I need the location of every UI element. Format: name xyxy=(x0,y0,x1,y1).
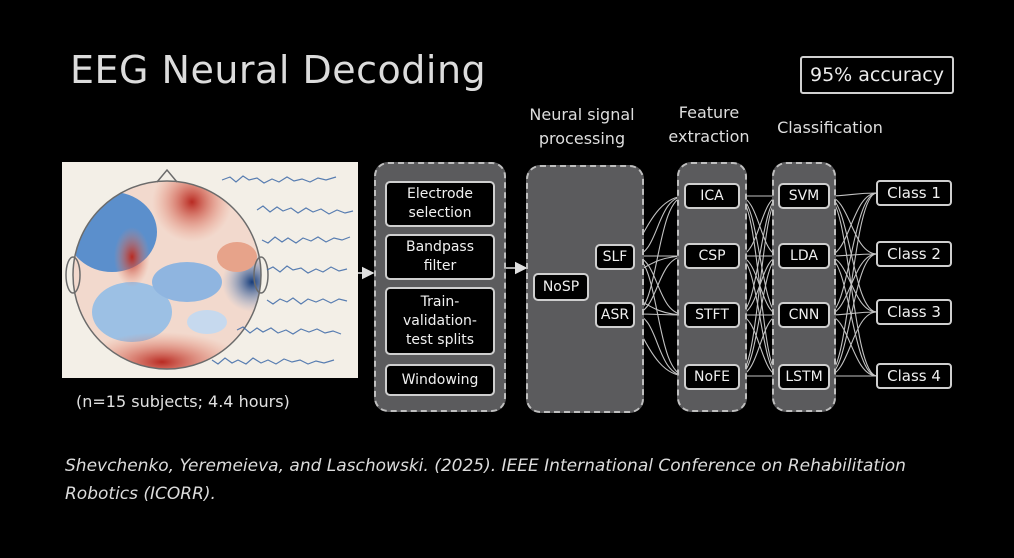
bandpass-filter-box: Bandpass filter xyxy=(385,234,495,280)
split-line3: test splits xyxy=(405,331,475,348)
ica-box: ICA xyxy=(684,183,740,209)
lstm-box: LSTM xyxy=(778,364,830,390)
header-neural-signal-processing: Neural signal processing xyxy=(512,103,652,151)
header-feature-extraction: Feature extraction xyxy=(654,101,764,149)
electrode-selection-box: Electrode selection xyxy=(385,181,495,227)
slide-title: EEG Neural Decoding xyxy=(70,48,487,92)
bandpass-line1: Bandpass xyxy=(406,239,474,255)
nosp-box: NoSP xyxy=(533,273,589,301)
class-2-box: Class 2 xyxy=(876,241,952,267)
class-1-box: Class 1 xyxy=(876,180,952,206)
train-validation-test-splits-box: Train- validation- test splits xyxy=(385,287,495,355)
svm-box: SVM xyxy=(778,183,830,209)
electrode-line1: Electrode xyxy=(406,186,474,202)
split-line1: Train- xyxy=(420,293,460,310)
citation: Shevchenko, Yeremeieva, and Laschowski. … xyxy=(65,452,965,508)
asr-box: ASR xyxy=(595,302,635,328)
header-fe-line2: extraction xyxy=(668,127,750,146)
eeg-heatmap-graphic xyxy=(65,168,354,370)
header-nsp-line1: Neural signal xyxy=(529,105,635,124)
accuracy-badge: 95% accuracy xyxy=(800,56,954,94)
header-classification: Classification xyxy=(777,118,883,137)
class-4-box: Class 4 xyxy=(876,363,952,389)
cnn-box: CNN xyxy=(778,302,830,328)
stft-box: STFT xyxy=(684,302,740,328)
eeg-topography-image xyxy=(62,162,358,378)
slf-box: SLF xyxy=(595,244,635,270)
citation-line2: Robotics (ICORR). xyxy=(65,484,216,504)
citation-line1: Shevchenko, Yeremeieva, and Laschowski. … xyxy=(65,456,906,476)
csp-box: CSP xyxy=(684,243,740,269)
windowing-box: Windowing xyxy=(385,364,495,396)
dataset-caption: (n=15 subjects; 4.4 hours) xyxy=(76,392,290,411)
class-3-box: Class 3 xyxy=(876,299,952,325)
electrode-line2: selection xyxy=(408,205,472,221)
lda-box: LDA xyxy=(778,243,830,269)
header-nsp-line2: processing xyxy=(538,129,626,148)
nofe-box: NoFE xyxy=(684,364,740,390)
bandpass-line2: filter xyxy=(423,258,457,274)
header-fe-line1: Feature xyxy=(678,103,740,122)
split-line2: validation- xyxy=(403,312,477,329)
